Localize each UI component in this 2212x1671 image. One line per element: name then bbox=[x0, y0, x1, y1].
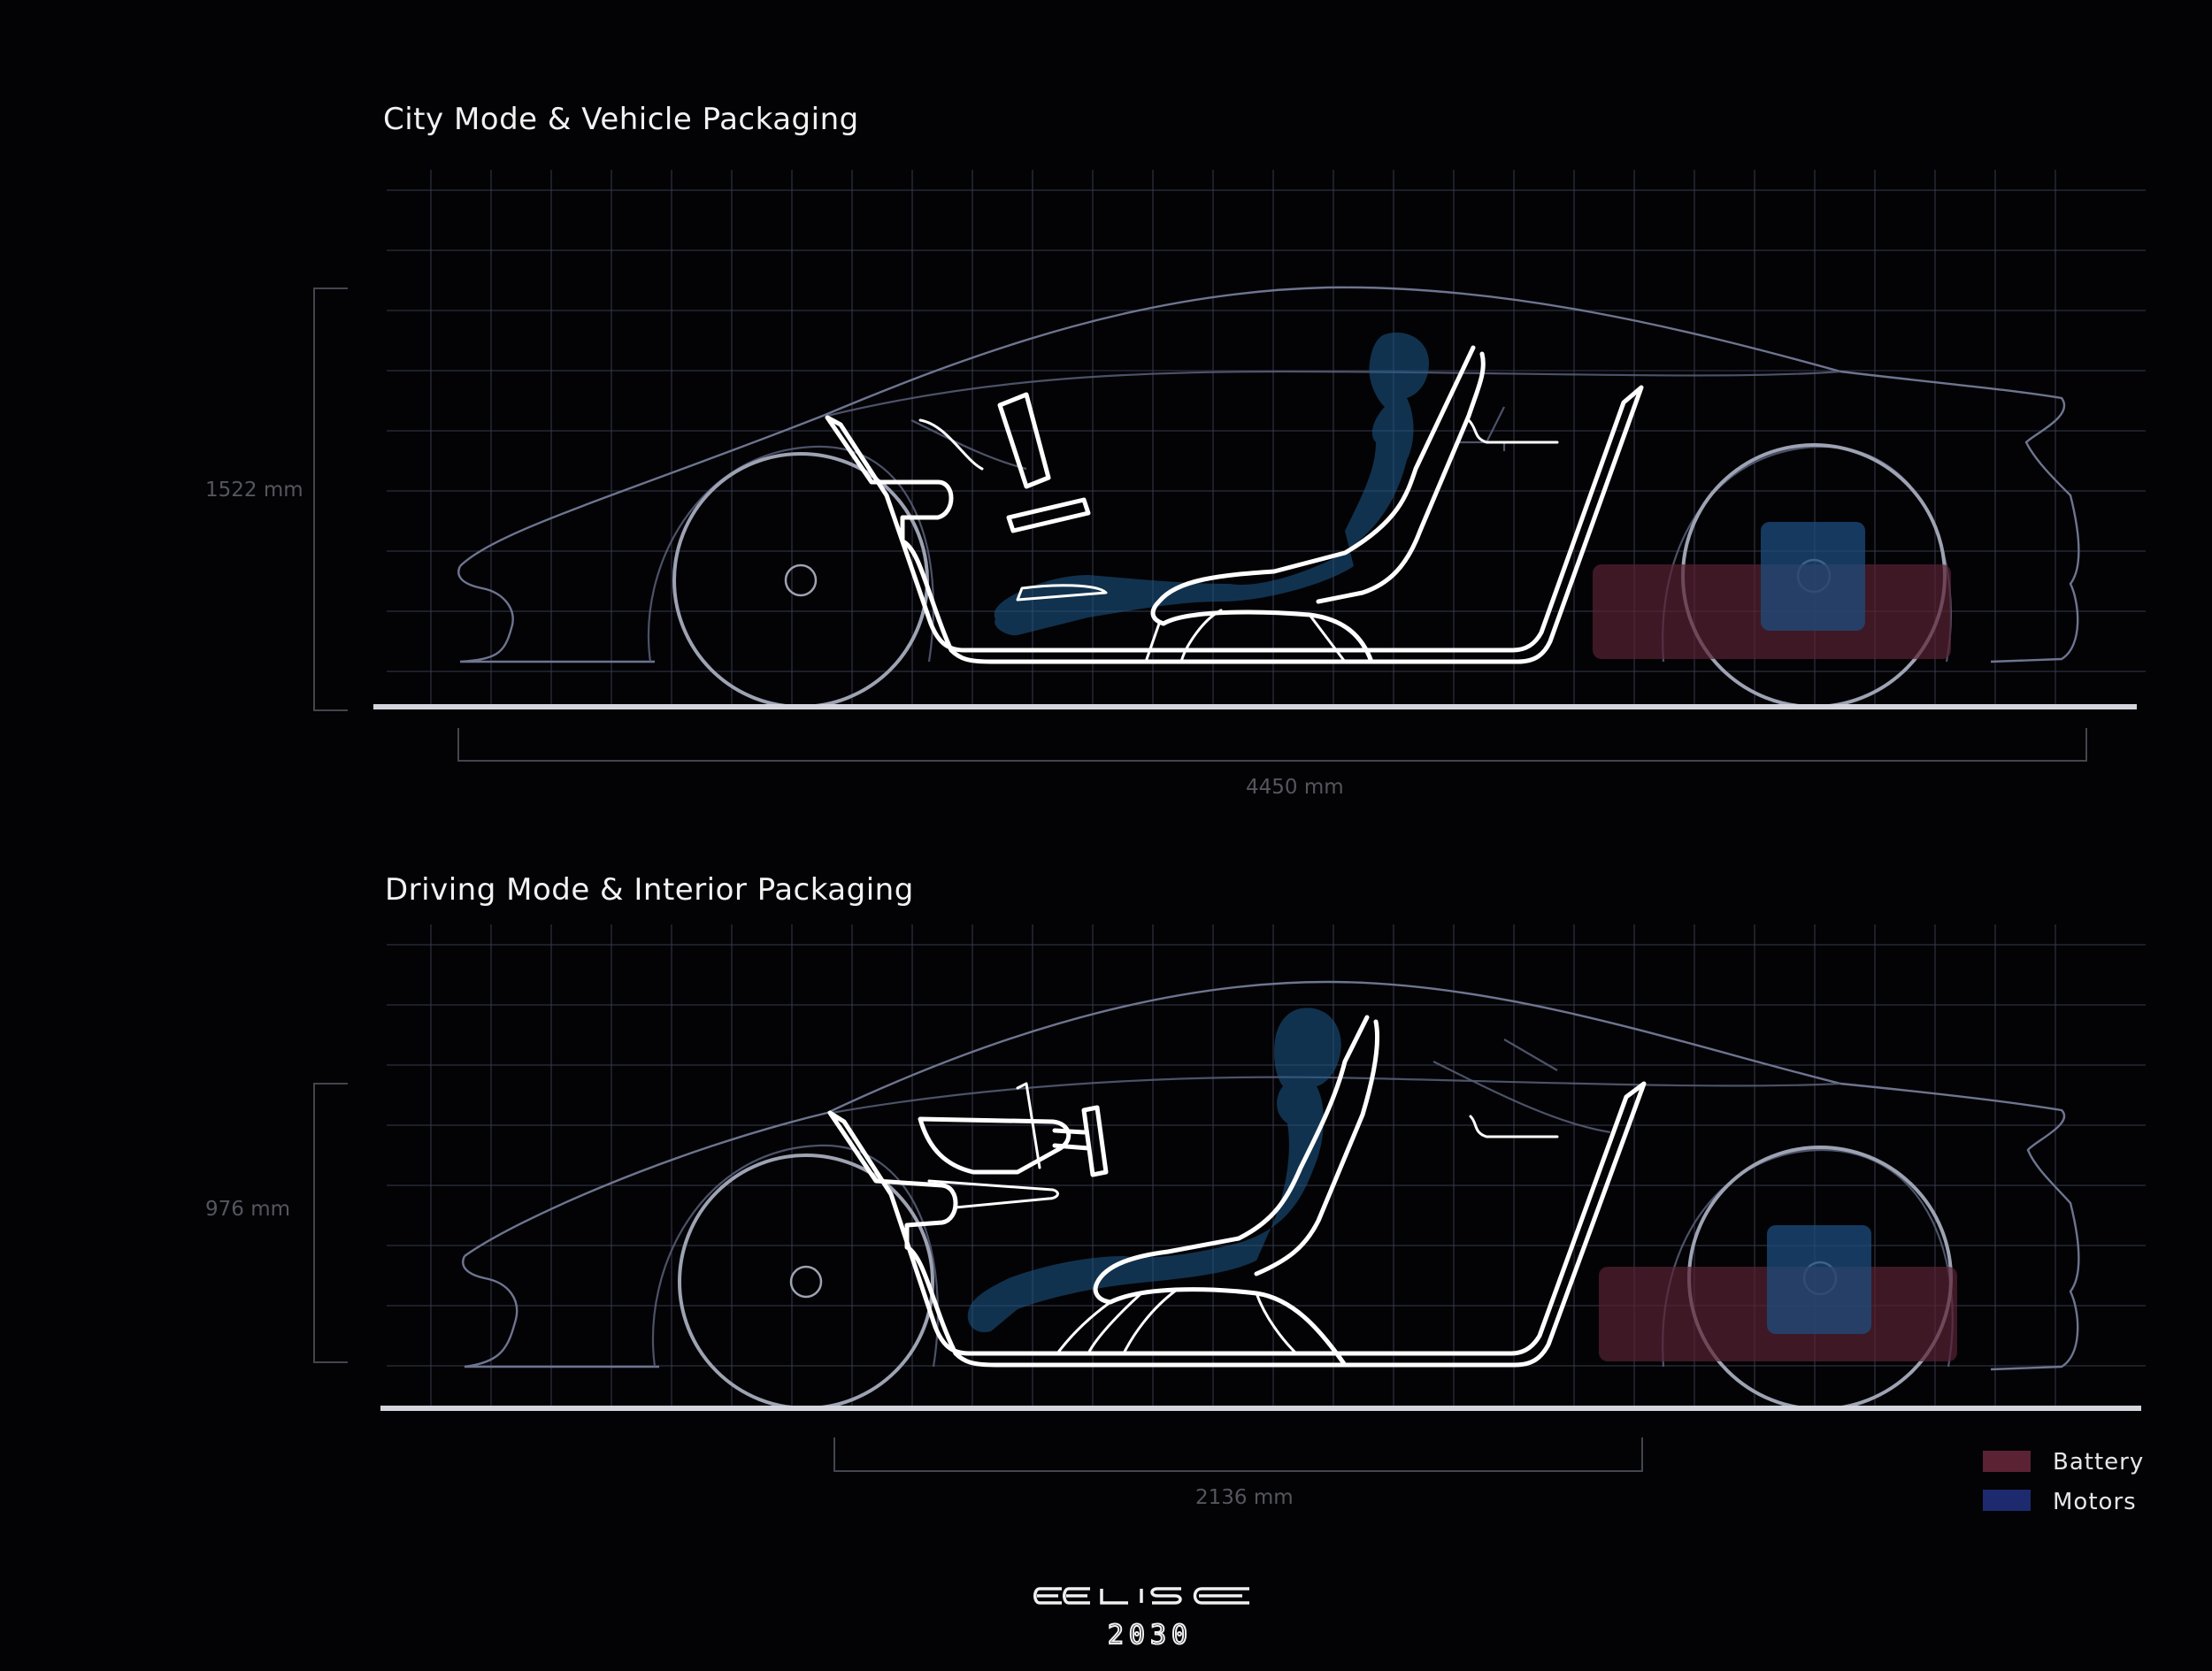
section-title: City Mode & Vehicle Packaging bbox=[383, 102, 859, 137]
chassis-tub bbox=[827, 1081, 1647, 1368]
height-dimension-label: 976 mm bbox=[205, 1198, 290, 1221]
seat-legs bbox=[1056, 1288, 1298, 1355]
dashboard-module bbox=[918, 1116, 1071, 1175]
dashboard-line bbox=[927, 1082, 1059, 1209]
front-wheel-hub bbox=[784, 563, 818, 597]
chassis-tub bbox=[825, 385, 1644, 664]
legend-swatch-battery bbox=[1983, 1451, 2031, 1472]
length-dimension-bracket bbox=[457, 728, 2087, 762]
front-wheel-arch bbox=[647, 445, 935, 663]
occupant-silhouette bbox=[994, 332, 1429, 636]
car-body-outline bbox=[457, 286, 2080, 663]
grid bbox=[387, 924, 2146, 1408]
section-title: Driving Mode & Interior Packaging bbox=[385, 872, 914, 908]
section-driving-mode: Driving Mode & Interior Packaging 976 mm bbox=[205, 872, 2146, 1509]
rear-shelf bbox=[1469, 1115, 1559, 1138]
height-dimension-label: 1522 mm bbox=[205, 479, 303, 502]
steering-yoke bbox=[1052, 1105, 1109, 1177]
length-dimension-bracket bbox=[833, 1437, 1643, 1472]
car-door-line bbox=[1432, 1039, 1611, 1134]
dashboard-line bbox=[918, 418, 1108, 602]
front-wheel-arch bbox=[651, 1144, 940, 1368]
seat-legs bbox=[1144, 609, 1347, 663]
motor-block bbox=[1767, 1225, 1871, 1334]
occupant-silhouette bbox=[967, 1008, 1341, 1332]
car-door-line bbox=[910, 406, 1506, 471]
steering-column bbox=[997, 392, 1091, 533]
front-wheel bbox=[672, 452, 929, 709]
car-body-outline bbox=[462, 980, 2080, 1371]
legend-label-battery: Battery bbox=[2053, 1449, 2144, 1476]
length-dimension-label: 4450 mm bbox=[1246, 776, 1344, 799]
legend-label-motors: Motors bbox=[2053, 1489, 2137, 1515]
length-dimension-label: 2136 mm bbox=[1195, 1486, 1294, 1509]
elise-2030-logo: 2030 bbox=[1033, 1587, 1249, 1652]
car-roofline bbox=[826, 370, 1841, 418]
legend-swatch-motors bbox=[1983, 1490, 2031, 1511]
height-dimension-bracket bbox=[313, 1083, 348, 1363]
seat-frame bbox=[1150, 345, 1486, 664]
front-wheel-hub bbox=[789, 1265, 823, 1299]
section-city-mode: City Mode & Vehicle Packaging 1522 mm bbox=[205, 102, 2146, 799]
height-dimension-bracket bbox=[313, 287, 348, 711]
logo-year: 2030 bbox=[1108, 1620, 1193, 1651]
front-wheel bbox=[678, 1154, 934, 1410]
legend: Battery Motors bbox=[1983, 1449, 2144, 1515]
rear-shelf bbox=[1467, 418, 1559, 444]
motor-block bbox=[1761, 522, 1865, 631]
